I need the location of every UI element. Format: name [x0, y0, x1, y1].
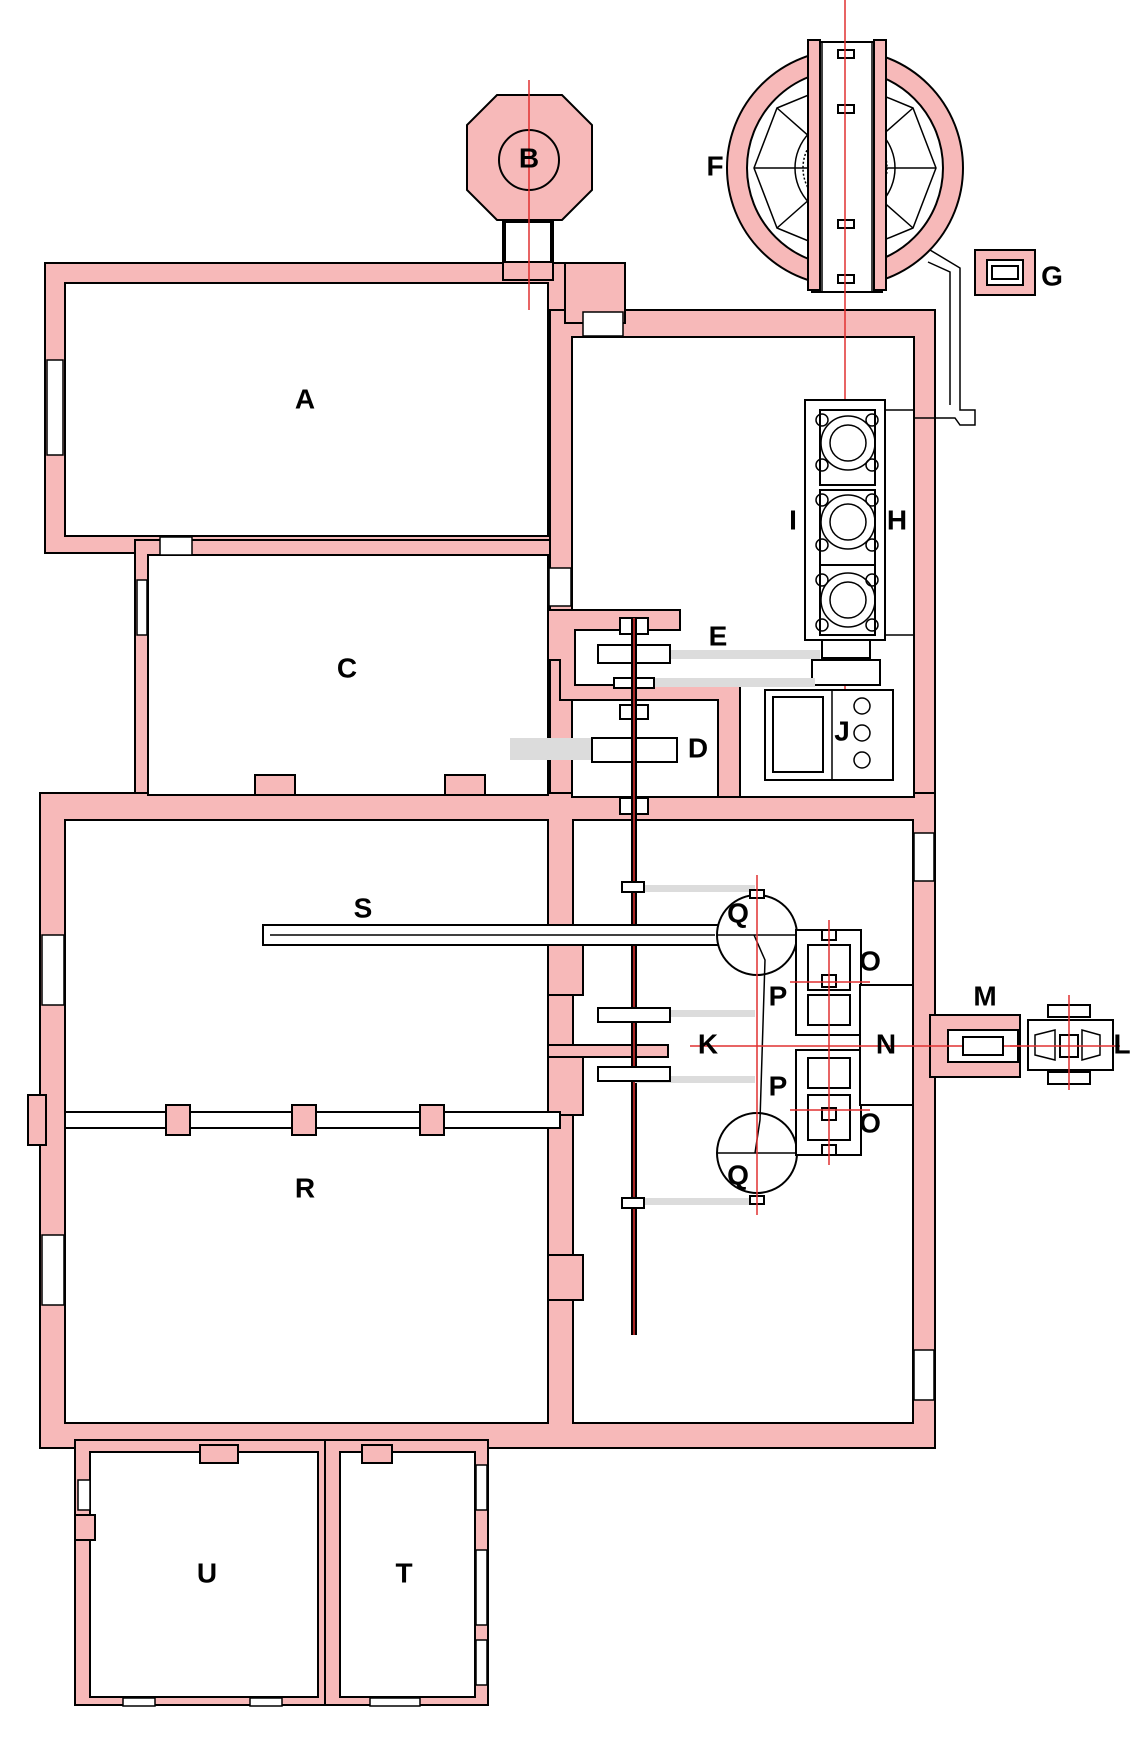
label-s: S — [354, 892, 373, 923]
label-o-lower: O — [859, 1107, 881, 1138]
label-m: M — [973, 980, 996, 1011]
windows — [41, 311, 935, 1707]
pilasters — [74, 774, 669, 1541]
engine-h — [804, 399, 915, 686]
label-q-lower: Q — [727, 1159, 749, 1190]
label-g: G — [1041, 260, 1063, 291]
room-c — [147, 554, 549, 796]
room-a — [64, 282, 549, 537]
left-bump — [27, 1094, 47, 1146]
label-e: E — [709, 620, 728, 651]
room-t — [339, 1451, 476, 1698]
label-k: K — [698, 1028, 718, 1059]
room-u — [89, 1451, 319, 1698]
label-f: F — [706, 150, 723, 181]
lower-machinery — [64, 875, 1120, 1215]
chimney-b — [466, 80, 593, 310]
label-n: N — [876, 1028, 896, 1059]
label-d: D — [688, 732, 708, 763]
label-p-upper: P — [769, 980, 788, 1011]
label-l: L — [1113, 1028, 1130, 1059]
shaft-f — [726, 0, 976, 700]
engine-room-partition — [547, 609, 741, 798]
label-r: R — [295, 1172, 315, 1203]
label-j: J — [834, 715, 850, 746]
machine-j — [764, 689, 894, 781]
label-c: C — [337, 652, 357, 683]
labels: A B C D E F G H I J K L M N O O P P Q Q … — [197, 142, 1131, 1588]
label-p-lower: P — [769, 1070, 788, 1101]
label-a: A — [295, 383, 315, 414]
label-o-upper: O — [859, 945, 881, 976]
label-q-upper: Q — [727, 897, 749, 928]
label-u: U — [197, 1557, 217, 1588]
label-i: I — [789, 504, 797, 535]
box-g — [974, 249, 1036, 296]
label-t: T — [395, 1557, 412, 1588]
label-b: B — [519, 142, 539, 173]
label-h: H — [887, 504, 907, 535]
